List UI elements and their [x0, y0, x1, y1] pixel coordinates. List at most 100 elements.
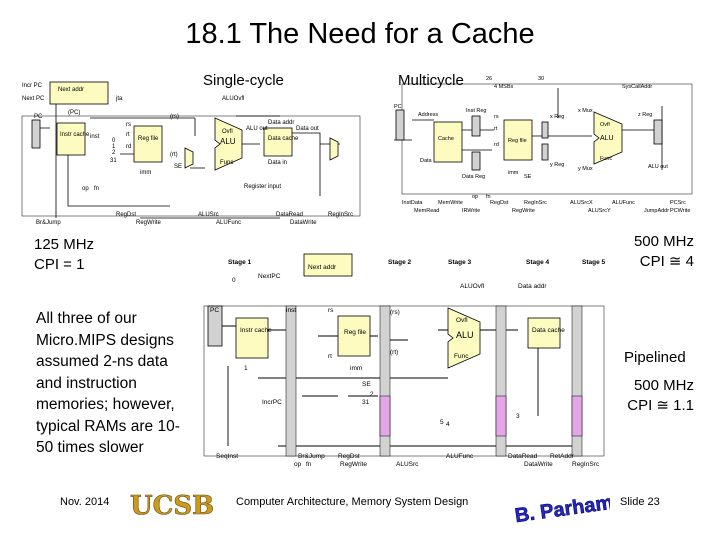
pp-next-addr: Next addr	[308, 264, 337, 271]
pp-rs-val: (rs)	[390, 309, 400, 316]
sc-pc: PC	[34, 114, 43, 120]
mc-inst-data: InstData	[402, 200, 423, 206]
sc-one: 1	[112, 144, 116, 150]
pp-1: 1	[244, 365, 248, 372]
sc-31: 31	[110, 158, 117, 164]
stage-3: Stage 3	[448, 259, 472, 266]
mc-x-reg: x Reg	[550, 114, 564, 120]
mc-rd: rd	[494, 142, 499, 148]
pp-rs: rs	[328, 307, 334, 314]
pp-reg-dst: RegDst	[338, 453, 360, 460]
mc-data: Data	[420, 158, 433, 164]
sc-incr-pc: Incr PC	[22, 83, 43, 89]
sc-reg-in-src: RegInSrc	[328, 212, 353, 218]
pp-func: Func	[454, 353, 469, 360]
mc-y-mux: y Mux	[578, 166, 593, 172]
pp-0: 0	[232, 277, 236, 284]
pp-data-cache: Data cache	[532, 327, 565, 334]
mc-func: Func	[600, 156, 612, 162]
stage-2: Stage 2	[388, 259, 412, 266]
sc-fn: fn	[94, 186, 99, 192]
sc-alu-func: ALUFunc	[216, 220, 241, 226]
mc-alu-func: ALUFunc	[612, 200, 635, 206]
sc-register-input: Register input	[244, 184, 281, 190]
mc-pc: PC	[394, 104, 402, 110]
sc-alu-out: ALU out	[246, 126, 268, 132]
mc-pc-write: PCWrite	[670, 208, 690, 214]
mc-alu-out: ALU out	[648, 164, 668, 170]
pp-alu-src: ALUSrc	[396, 461, 419, 468]
pp-rt: rt	[328, 353, 332, 360]
pipelined-cpi: CPI ≅ 1.1	[627, 397, 694, 414]
sc-jta: jta	[115, 96, 123, 102]
sc-rs: rs	[126, 122, 131, 128]
pp-data-write: DataWrite	[524, 461, 553, 468]
pp-incr-pc: IncrPC	[262, 399, 282, 406]
sc-instr-cache: Instr cache	[60, 132, 90, 138]
pipelined-label: Pipelined	[624, 349, 686, 366]
pp-alu: ALU	[456, 330, 474, 340]
sc-data-write: DataWrite	[290, 220, 317, 226]
pipelined-freq: 500 MHz	[633, 377, 694, 394]
pipelined-datapath: Stage 1 Stage 2 Stage 3 Stage 4 Stage 5 …	[203, 253, 606, 468]
pp-rt-val: (rt)	[390, 349, 398, 356]
single-cycle-datapath: Incr PC Next PC Next addr jta (PC) rs rt…	[21, 81, 361, 226]
sc-data-addr: Data addr	[268, 120, 294, 126]
sc-next-addr: Next addr	[58, 87, 84, 93]
footer-date: Nov. 2014	[60, 496, 110, 508]
single-cycle-cpi: CPI = 1	[34, 256, 85, 273]
mc-reg-write: RegWrite	[512, 208, 535, 214]
mc-op: op	[472, 194, 478, 200]
footer-slide-number: Slide 23	[620, 496, 660, 508]
pp-pc: PC	[210, 307, 219, 314]
memory-note: All three of our Micro.MIPS designs assu…	[36, 310, 180, 456]
sc-zero: 0	[112, 138, 116, 144]
sc-alu-src: ALUSrc	[198, 212, 219, 218]
mc-26: 26	[486, 76, 492, 82]
stage-4: Stage 4	[526, 259, 550, 266]
sc-pc-reg: (PC)	[68, 110, 80, 116]
mc-se: SE	[524, 174, 532, 180]
mc-cache: Cache	[438, 136, 454, 142]
sc-rs-val: (rs)	[170, 114, 179, 120]
sc-se: SE	[174, 164, 182, 170]
sc-op: op	[82, 186, 89, 192]
sc-imm: imm	[140, 170, 151, 176]
mc-30: 30	[538, 76, 544, 82]
pp-seq-inst: SeqInst	[216, 453, 238, 460]
mc-inst-reg: Inst Reg	[466, 108, 486, 114]
pp-instr-cache: Instr cache	[240, 327, 272, 334]
multicycle-label: Multicycle	[398, 72, 464, 89]
multicycle-stats: 500 MHz CPI ≅ 4	[618, 232, 694, 272]
multicycle-cpi: CPI ≅ 4	[639, 253, 694, 270]
mc-mem-read: MemRead	[414, 208, 439, 214]
mc-rs: rs	[494, 114, 499, 120]
pp-next-pc: NextPC	[258, 273, 281, 280]
mc-z-reg: z Reg	[638, 112, 652, 118]
pp-reg-write: RegWrite	[340, 461, 367, 468]
pp-alu-func: ALUFunc	[446, 453, 474, 460]
mc-imm: imm	[508, 170, 519, 176]
pp-reg-file: Reg file	[344, 329, 366, 336]
pipeline-registers	[285, 305, 583, 457]
mc-data-reg: Data Reg	[462, 174, 485, 180]
sc-two: 2	[112, 150, 116, 156]
sc-alu-ovfl: ALUOvfl	[222, 96, 244, 102]
parhami-logo-text: B. Parhami	[513, 491, 610, 526]
pipelined-stats: 500 MHz CPI ≅ 1.1	[618, 376, 694, 416]
single-cycle-stats: 125 MHz CPI = 1	[34, 235, 94, 275]
sc-reg-file: Reg file	[138, 136, 159, 142]
multicycle-datapath: 26 30 4 MSBs SysCallAddr PC Address Cach…	[394, 76, 693, 214]
mc-mem-write: MemWrite	[438, 200, 463, 206]
pp-ret-addr: RetAddr	[550, 453, 575, 460]
stage-5: Stage 5	[582, 259, 606, 266]
sc-inst: inst	[90, 134, 100, 140]
pp-imm: imm	[350, 365, 362, 372]
mc-4msbs: 4 MSBs	[494, 84, 514, 90]
pp-se: SE	[362, 381, 371, 388]
pp-inst: inst	[286, 307, 296, 314]
sc-alu: ALU	[220, 137, 236, 146]
pp-alu-ovfl: ALUOvfl	[460, 283, 485, 290]
mc-y-reg: y Reg	[550, 162, 564, 168]
mc-address: Address	[418, 112, 438, 118]
